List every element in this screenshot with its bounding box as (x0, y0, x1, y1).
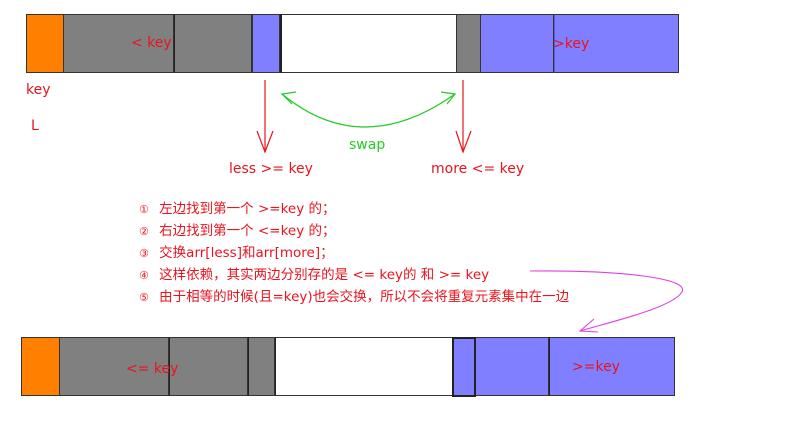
note-marker: ⑤ (139, 291, 149, 304)
more-pointer-arrow (455, 80, 472, 154)
top-less-pointer-cell (252, 14, 280, 73)
note-item: ④ 这样依赖，其实两边分别存的是 <= key的 和 >= key (139, 263, 489, 283)
bottom-le-region-a (60, 337, 169, 396)
less-pointer-label: less >= key (229, 161, 313, 177)
note-marker: ① (139, 203, 149, 216)
note-text: 由于相等的时候(且=key)也会交换，所以不会将重复元素集中在一边 (159, 289, 570, 305)
note-text: 这样依赖，其实两边分别存的是 <= key的 和 >= key (159, 267, 490, 283)
top-key-cell (26, 14, 64, 73)
bottom-key-cell (21, 337, 60, 396)
note-text: 交换arr[less]和arr[more]； (159, 245, 334, 261)
bottom-ge-region-b (549, 337, 675, 396)
note-text: 右边找到第一个 <=key 的； (159, 223, 336, 239)
top-unsorted-region (280, 14, 456, 73)
l-label: L (31, 118, 39, 134)
more-pointer-label: more <= key (431, 161, 525, 177)
top-more-pointer-cell (456, 14, 481, 73)
note-marker: ③ (139, 247, 149, 260)
less-pointer-arrow (256, 80, 274, 154)
bottom-le-region-c (248, 337, 275, 396)
note-marker: ④ (139, 269, 149, 282)
top-greater-key-label: >key (553, 36, 590, 52)
bottom-ge-region-a (476, 337, 549, 396)
bottom-boundary-cell (452, 337, 476, 397)
top-less-key-label: < key (131, 35, 172, 51)
swap-label: swap (349, 137, 386, 153)
note-text: 左边找到第一个 >=key 的； (159, 201, 336, 217)
top-greater-region-a (481, 14, 554, 73)
note-item: ② 右边找到第一个 <=key 的； (139, 219, 336, 239)
note-pointer-arrow (529, 270, 684, 333)
note-item: ⑤ 由于相等的时候(且=key)也会交换，所以不会将重复元素集中在一边 (139, 285, 569, 305)
bottom-le-key-label: <= key (126, 361, 179, 377)
note-item: ③ 交换arr[less]和arr[more]； (139, 241, 334, 261)
note-marker: ② (139, 225, 149, 238)
bottom-unsorted-region (275, 337, 452, 396)
bottom-le-region-b (169, 337, 248, 396)
swap-arrow (280, 91, 457, 128)
key-label: key (26, 82, 51, 98)
top-less-region-a (64, 14, 174, 73)
top-greater-region-b (554, 14, 679, 73)
bottom-ge-key-label: >=key (572, 359, 620, 375)
note-item: ① 左边找到第一个 >=key 的； (139, 197, 336, 217)
top-less-region-b (174, 14, 252, 73)
